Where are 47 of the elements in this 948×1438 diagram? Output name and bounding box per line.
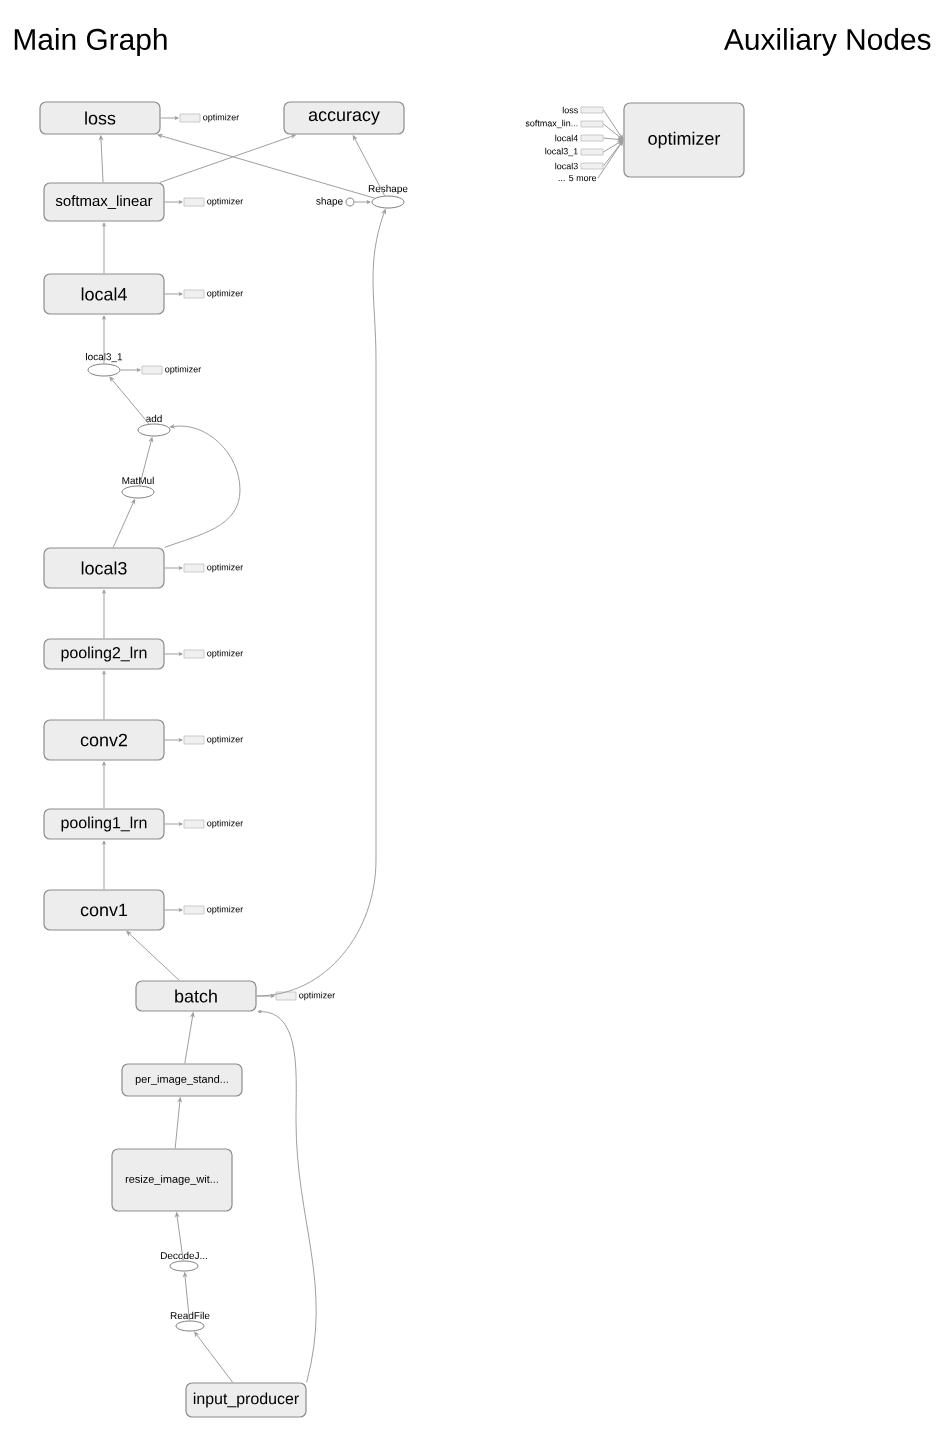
arrow [164,566,183,570]
heading: Auxiliary Nodes [724,28,931,56]
arrow [164,908,183,912]
arrow [112,499,136,548]
arrow [157,134,376,199]
arrow [164,424,241,548]
op-node-box: local4 [43,273,165,315]
arrow [164,292,183,296]
arrow [102,840,106,890]
arrow [164,200,183,204]
arrow [352,135,386,197]
arrow [256,994,275,998]
op-node-box: batch [135,980,257,1012]
op-node-box: optimizer [623,102,745,178]
arrow [102,589,106,639]
arrow [126,931,180,981]
arrow [257,1009,317,1383]
arrow [175,1212,184,1261]
arrow [602,123,623,140]
op-node-box: conv1 [43,889,165,931]
arrow [102,222,106,274]
arrow [109,376,150,425]
arrow [183,1272,190,1321]
arrow [602,137,623,142]
op-node-box: local3 [43,547,165,589]
arrow [164,822,183,826]
arrow [354,200,371,204]
arrow [102,761,106,809]
op-node-box: conv2 [43,719,165,761]
arrow [174,1097,182,1149]
arrow [160,116,179,120]
heading: Main Graph [14,28,167,56]
arrow [597,140,624,179]
arrow [102,315,106,364]
arrow [194,1331,234,1383]
arrow [164,738,183,742]
arrow [602,140,623,153]
arrow [159,134,296,183]
arrow [139,437,153,487]
arrow [164,652,183,656]
arrow [602,109,624,140]
arrow [120,368,141,372]
arrow [102,670,106,720]
arrow [99,135,104,183]
arrow [184,1012,195,1064]
op-node-box: loss [39,101,161,135]
op-node-box: accuracy [283,101,405,135]
